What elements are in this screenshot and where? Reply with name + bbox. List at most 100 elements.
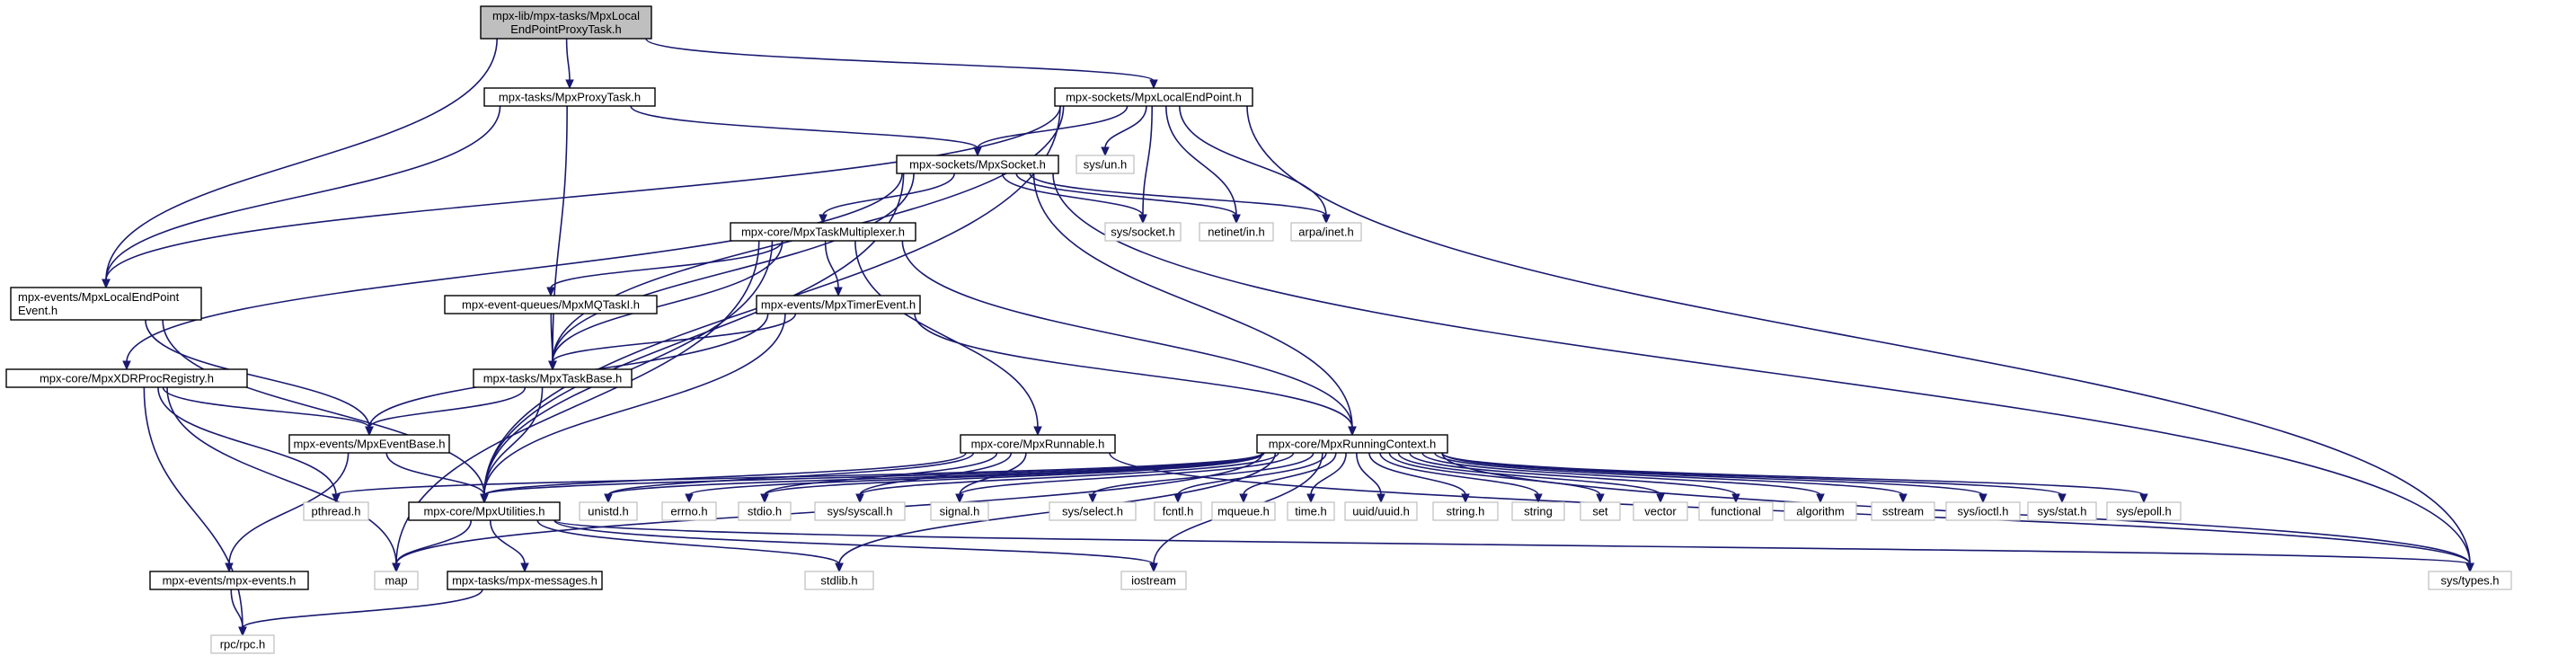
edge-runningctx-to-algorithm xyxy=(1421,452,1821,496)
node-label: sys/un.h xyxy=(1084,158,1127,172)
node-xdrproc[interactable]: mpx-core/MpxXDRProcRegistry.h xyxy=(5,368,248,388)
node-rpc: rpc/rpc.h xyxy=(210,634,275,654)
node-stdlib: stdlib.h xyxy=(804,571,874,590)
edge-eventbase-to-mpxevents xyxy=(228,452,350,565)
edge-localendpoint-to-sys_un xyxy=(1104,105,1147,149)
node-mpxmessages[interactable]: mpx-tasks/mpx-messages.h xyxy=(447,571,603,590)
node-box xyxy=(1120,571,1187,590)
node-label: mpx-sockets/MpxSocket.h xyxy=(909,158,1046,172)
node-label: algorithm xyxy=(1796,505,1844,518)
edge-socket-to-utilities xyxy=(483,173,905,496)
node-label: functional xyxy=(1711,505,1761,518)
node-label: sys/ioctl.h xyxy=(1957,505,2008,518)
edge-utilities-to-mpxmessages xyxy=(489,519,526,565)
node-sys_stat: sys/stat.h xyxy=(2027,501,2097,521)
arrow-head-icon xyxy=(1534,493,1543,504)
node-label: uuid/uuid.h xyxy=(1352,505,1410,518)
node-label: mpx-events/MpxTimerEvent.h xyxy=(761,298,916,312)
node-mqtask[interactable]: mpx-event-queues/MpxMQTaskI.h xyxy=(444,295,658,314)
node-root[interactable]: mpx-lib/mpx-tasks/MpxLocalEndPointProxyT… xyxy=(480,5,652,40)
arrow-head-icon xyxy=(834,287,843,297)
arrow-head-icon xyxy=(1232,214,1241,225)
node-sys_select: sys/select.h xyxy=(1049,501,1137,521)
node-box xyxy=(5,368,248,388)
node-box xyxy=(1511,501,1565,521)
node-box xyxy=(1698,501,1774,521)
node-label: set xyxy=(1592,505,1608,518)
edge-taskmux-to-utilities xyxy=(483,240,774,496)
node-string: string xyxy=(1511,501,1565,521)
node-box xyxy=(483,87,656,107)
node-label: mpx-sockets/MpxLocalEndPoint.h xyxy=(1066,91,1242,104)
node-box xyxy=(210,634,275,654)
edge-proxytask-to-localendpointevent xyxy=(105,105,501,281)
arrow-head-icon xyxy=(1899,493,1908,504)
arrow-head-icon xyxy=(1149,562,1158,573)
node-box xyxy=(896,155,1059,174)
node-string_h: string.h xyxy=(1432,501,1499,521)
node-functional: functional xyxy=(1698,501,1774,521)
node-sys_epoll: sys/epoll.h xyxy=(2106,501,2182,521)
node-label: sys/epoll.h xyxy=(2116,505,2171,518)
edge-utilities-to-sys_types xyxy=(553,519,2471,565)
arrow-head-icon xyxy=(1149,79,1158,90)
node-runningctx[interactable]: mpx-core/MpxRunningContext.h xyxy=(1256,434,1448,454)
node-proxytask[interactable]: mpx-tasks/MpxProxyTask.h xyxy=(483,87,656,107)
node-box xyxy=(1211,501,1276,521)
edge-runningctx-to-errno xyxy=(688,452,1263,496)
edge-mqtask-to-taskbase xyxy=(550,313,553,363)
arrow-head-icon xyxy=(2465,562,2474,573)
edge-utilities-to-map xyxy=(395,519,473,565)
node-sys_syscall: sys/syscall.h xyxy=(814,501,906,521)
node-timerevent[interactable]: mpx-events/MpxTimerEvent.h xyxy=(756,295,921,314)
node-box xyxy=(1199,222,1274,242)
arrow-head-icon xyxy=(1461,493,1470,504)
edge-root-to-localendpoint xyxy=(645,38,1155,82)
edge-xdrproc-to-eventbase xyxy=(162,386,370,429)
node-vector: vector xyxy=(1633,501,1688,521)
edge-taskmux-to-mqtask xyxy=(550,240,783,289)
node-box xyxy=(804,571,874,590)
edge-eventbase-to-utilities xyxy=(385,452,485,496)
node-localendpoint[interactable]: mpx-sockets/MpxLocalEndPoint.h xyxy=(1054,87,1253,107)
edge-taskbase-to-utilities xyxy=(483,386,544,496)
node-box xyxy=(756,295,921,314)
node-eventbase[interactable]: mpx-events/MpxEventBase.h xyxy=(288,434,450,454)
node-label: pthread.h xyxy=(312,505,361,518)
node-label: sys/select.h xyxy=(1062,505,1123,518)
edge-timerevent-to-utilities xyxy=(483,313,786,496)
node-socket[interactable]: mpx-sockets/MpxSocket.h xyxy=(896,155,1059,174)
node-box xyxy=(1049,501,1137,521)
edge-runningctx-to-utilities xyxy=(483,452,1263,496)
arrow-head-icon xyxy=(1033,426,1042,437)
node-taskbase[interactable]: mpx-tasks/MpxTaskBase.h xyxy=(473,368,633,388)
node-iostream: iostream xyxy=(1120,571,1187,590)
edge-xdrproc-to-pthread xyxy=(157,386,337,496)
node-label: stdio.h xyxy=(748,505,782,518)
edge-localendpointevent-to-eventbase xyxy=(145,319,370,429)
node-mpxevents[interactable]: mpx-events/mpx-events.h xyxy=(149,571,309,590)
node-box xyxy=(303,501,369,521)
node-label: mpx-core/MpxRunningContext.h xyxy=(1269,438,1436,451)
arrow-head-icon xyxy=(520,562,529,573)
node-runnable[interactable]: mpx-core/MpxRunnable.h xyxy=(960,434,1116,454)
node-label: Event.h xyxy=(18,304,58,317)
node-utilities[interactable]: mpx-core/MpxUtilities.h xyxy=(408,501,561,521)
node-box xyxy=(1344,501,1418,521)
node-box xyxy=(149,571,309,590)
node-box xyxy=(579,501,638,521)
arrow-head-icon xyxy=(1088,493,1097,504)
node-box xyxy=(738,501,792,521)
arrow-head-icon xyxy=(1816,493,1825,504)
edge-localendpoint-to-socket xyxy=(977,105,1129,149)
node-sys_socket: sys/socket.h xyxy=(1104,222,1182,242)
arrow-head-icon xyxy=(819,214,828,225)
node-taskmux[interactable]: mpx-core/MpxTaskMultiplexer.h xyxy=(730,222,916,242)
arrow-head-icon xyxy=(548,360,557,371)
node-box xyxy=(2027,501,2097,521)
node-label: string.h xyxy=(1447,505,1485,518)
node-label: mpx-events/mpx-events.h xyxy=(163,574,297,588)
dependency-nodes: mpx-lib/mpx-tasks/MpxLocalEndPointProxyT… xyxy=(5,5,2512,654)
